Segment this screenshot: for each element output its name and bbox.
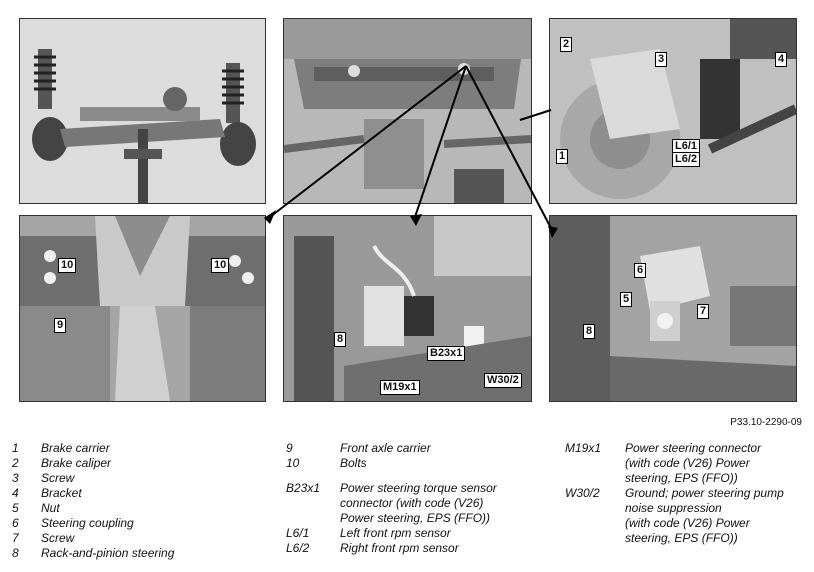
photo-crossmember-underside	[283, 18, 532, 204]
callout-4: 4	[775, 52, 788, 67]
callout-L6-2: L6/2	[672, 152, 701, 167]
callout-9: 9	[54, 318, 67, 333]
brake-illustration	[550, 19, 796, 203]
callout-10-left: 10	[58, 258, 77, 273]
callout-B23x1: B23x1	[427, 346, 466, 361]
crossmember-illustration	[284, 19, 531, 203]
axle-carrier-illustration	[20, 216, 265, 401]
callout-10-right: 10	[211, 258, 230, 273]
callout-7: 7	[697, 304, 710, 319]
callout-8: 8	[334, 332, 347, 347]
photo-steering-connectors: 8 B23x1 M19x1 W30/2	[283, 215, 532, 402]
photo-front-axle-overview	[19, 18, 266, 204]
callout-8-coupling: 8	[583, 324, 596, 339]
legend-row: M19x1 Power steering connector(with code…	[565, 441, 762, 485]
callout-1: 1	[556, 149, 569, 164]
callout-M19x1: M19x1	[380, 380, 420, 395]
front-axle-illustration	[20, 19, 265, 203]
callout-3: 3	[655, 52, 668, 67]
figure-id: P33.10-2290-09	[730, 417, 802, 428]
connectors-illustration	[284, 216, 531, 401]
photo-brake-caliper-area: 2 3 4 1 L6/1 L6/2	[549, 18, 797, 204]
callout-5: 5	[620, 292, 633, 307]
callout-W30-2: W30/2	[484, 373, 522, 388]
legend-column-3: M19x1 Power steering connector(with code…	[565, 441, 784, 546]
callout-6: 6	[634, 263, 647, 278]
photo-steering-coupling: 6 5 7 8	[549, 215, 797, 402]
photo-axle-carrier-bolts: 10 10 9	[19, 215, 266, 402]
callout-2: 2	[560, 37, 573, 52]
coupling-illustration	[550, 216, 796, 401]
